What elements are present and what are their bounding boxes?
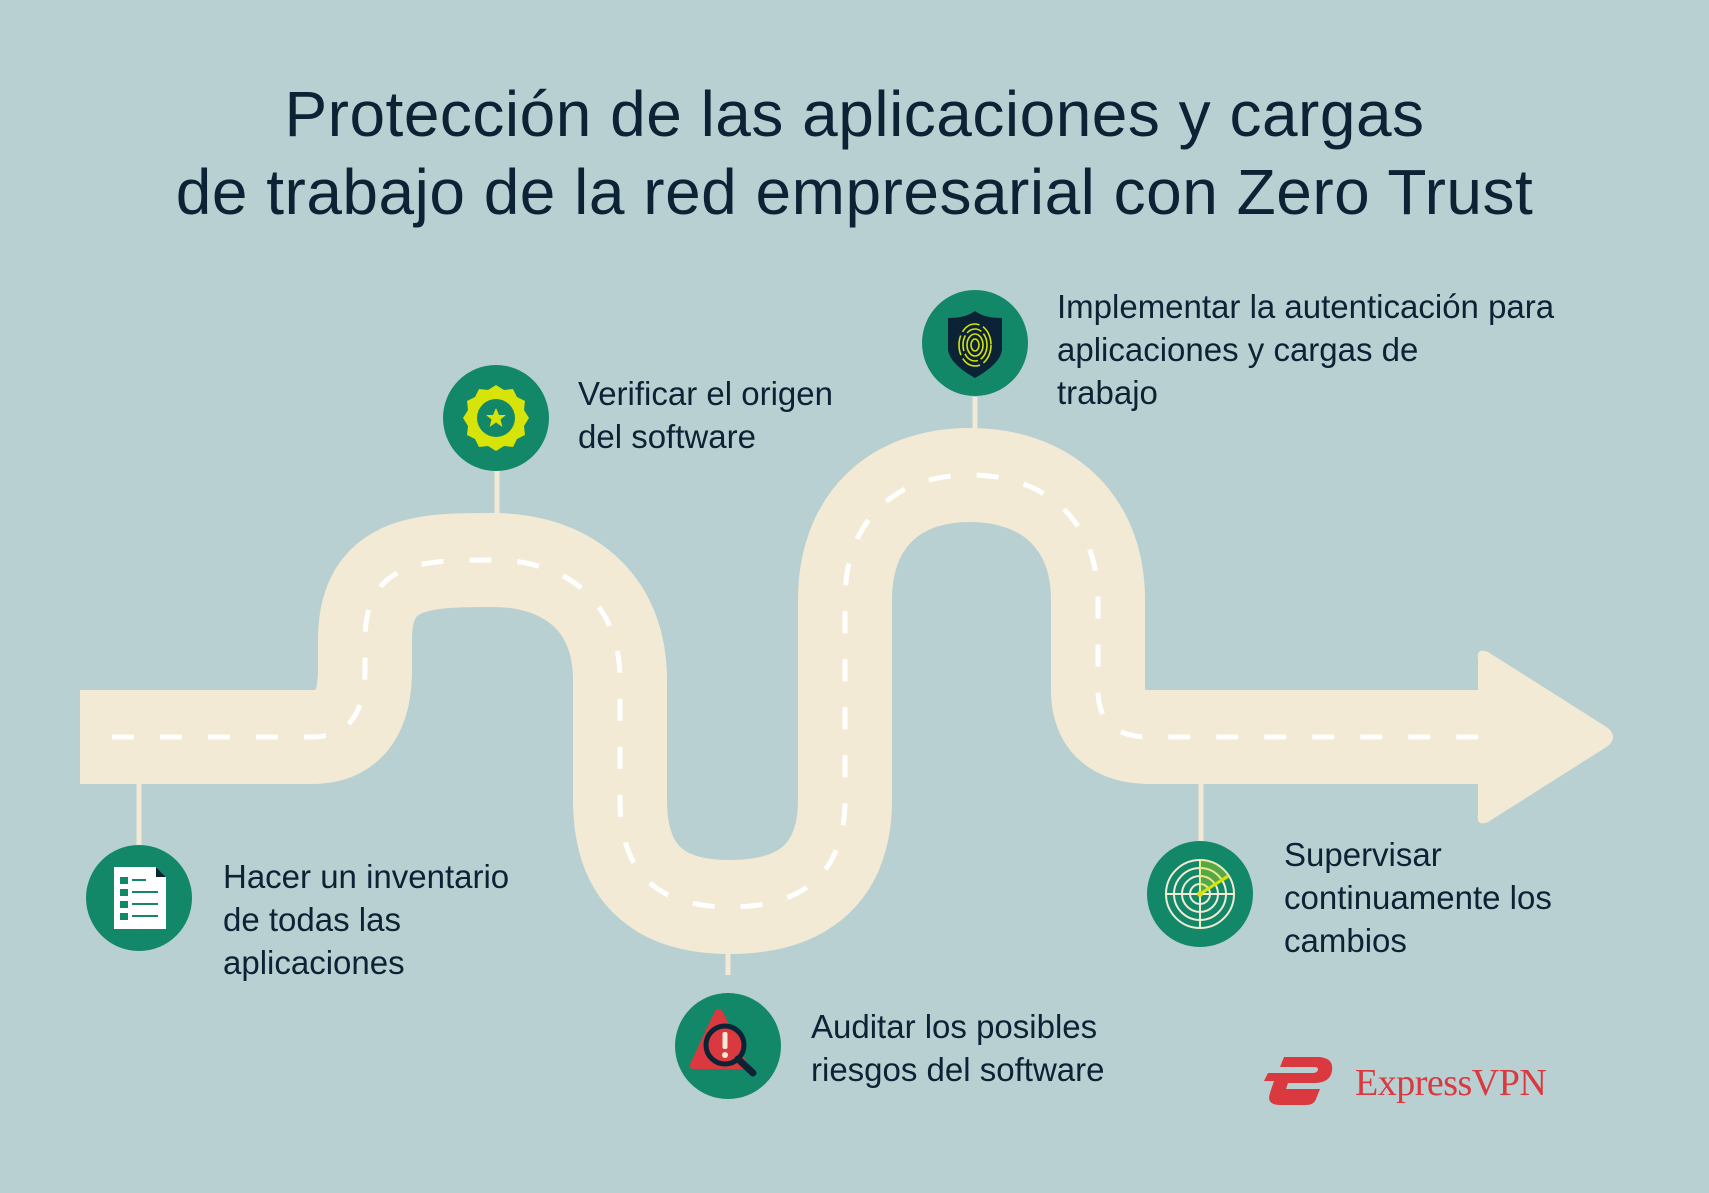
- radar-icon: [1147, 841, 1253, 947]
- badge-star-icon: [443, 365, 549, 471]
- magnifier-warning-icon: [675, 993, 781, 1099]
- step-label: Verificar el origen del software: [578, 375, 833, 455]
- expressvpn-logo: ExpressVPN: [1262, 1053, 1582, 1113]
- brand-name: ExpressVPN: [1355, 1062, 1547, 1104]
- title-line-1: Protección de las aplicaciones y cargas: [284, 78, 1425, 150]
- expressvpn-mark-icon: [1264, 1057, 1333, 1105]
- title-line-2: de trabajo de la red empresarial con Zer…: [175, 156, 1534, 228]
- road-body: [80, 428, 1490, 954]
- step-label: Supervisar continuamente los cambios: [1284, 836, 1552, 959]
- checklist-document-icon: [86, 845, 192, 951]
- step-label: Implementar la autenticación para aplica…: [1057, 288, 1555, 411]
- arrow-head: [1477, 650, 1613, 824]
- page-title: Protección de las aplicaciones y cargas …: [0, 75, 1709, 231]
- road-center-line: [112, 472, 1480, 910]
- connector-stems: [136, 397, 1204, 975]
- shield-fingerprint-icon: [922, 290, 1028, 396]
- step-label: Hacer un inventario de todas las aplicac…: [223, 858, 510, 981]
- step-label: Auditar los posibles riesgos del softwar…: [811, 1008, 1105, 1088]
